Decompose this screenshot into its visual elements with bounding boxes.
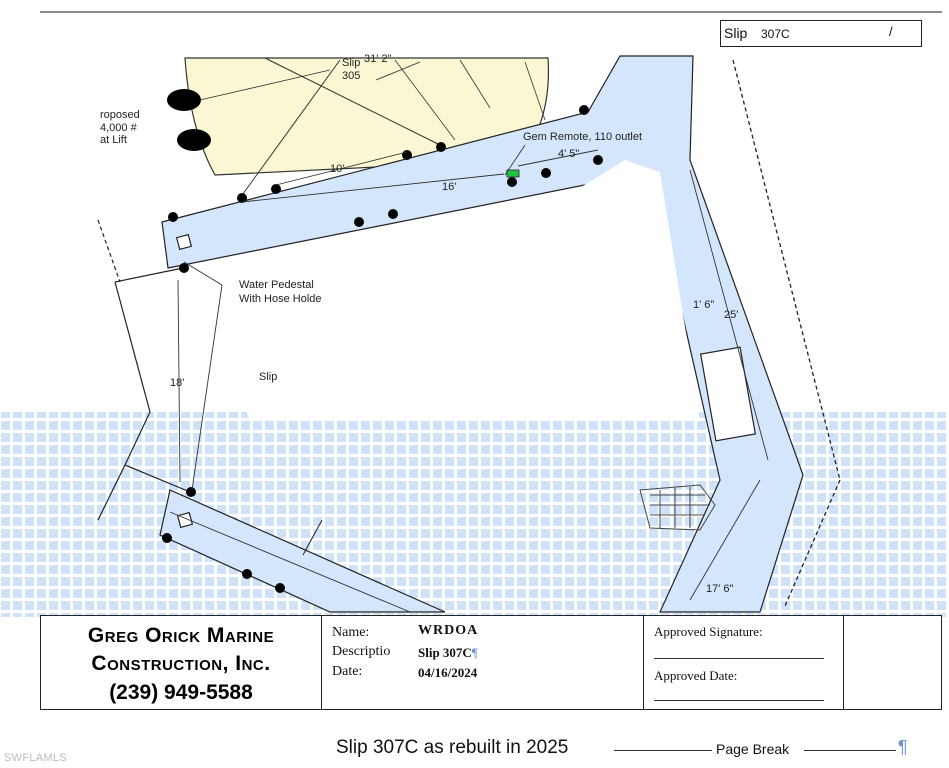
grid-texture	[0, 412, 949, 617]
shoreline	[114, 267, 184, 283]
slip305-label-1: Slip	[342, 57, 360, 69]
pile	[436, 142, 446, 152]
pile	[168, 212, 178, 222]
water-pedestal-label-1: Water Pedestal	[239, 279, 314, 291]
dim-1-6: 1' 6"	[693, 299, 714, 311]
page-break-marker: Page Break ¶	[614, 737, 914, 758]
pile	[354, 217, 364, 227]
description-mark: ¶	[471, 645, 478, 660]
slip305-label-2: 305	[342, 70, 360, 82]
dock-inner-line	[302, 519, 323, 556]
pile	[402, 150, 412, 160]
pile	[271, 184, 281, 194]
description-label: Descriptio	[332, 644, 391, 659]
info-cell: Name: WRDOA Descriptio Slip 307C¶ Date: …	[321, 616, 643, 709]
slip-mark: /	[889, 24, 893, 39]
slip-label-box: Slip 307C /	[720, 20, 922, 47]
slip-key: Slip	[724, 25, 748, 41]
boat-line	[394, 59, 456, 141]
proposed-lift-label-3: at Lift	[100, 134, 127, 146]
date-label: Date:	[332, 664, 363, 679]
shoreline	[97, 281, 151, 521]
name-label: Name:	[332, 625, 370, 640]
date-line	[654, 700, 824, 701]
boat-line	[264, 57, 441, 146]
pile	[186, 487, 196, 497]
dim-4-5: 4' 5"	[558, 148, 579, 160]
pile	[237, 193, 247, 203]
dashed-line	[784, 479, 841, 607]
pile	[593, 155, 603, 165]
pile	[507, 177, 517, 187]
pile-markers	[162, 105, 603, 593]
approval-cell: Approved Signature: Approved Date:	[643, 616, 843, 709]
boat-line	[459, 59, 491, 109]
dim-25: 25'	[724, 309, 738, 321]
company-cell: Greg Orick Marine Construction, Inc. (23…	[41, 616, 321, 709]
watermark: SWFLAMLS	[4, 752, 67, 764]
pile	[242, 569, 252, 579]
signature-line	[654, 658, 824, 659]
proposed-lift-label-1: roposed	[100, 109, 140, 121]
dim-10: 10'	[330, 163, 344, 175]
dock-lower	[159, 489, 446, 613]
slip-partial-label: Slip	[259, 371, 277, 383]
dim-17-6: 17' 6"	[706, 583, 734, 595]
pile	[579, 105, 589, 115]
page-break-line-right	[804, 750, 896, 751]
date-value: 04/16/2024	[418, 665, 478, 680]
dashed-line	[97, 219, 121, 283]
pile	[275, 583, 285, 593]
boat-line	[524, 61, 546, 121]
dim-16: 16'	[442, 181, 456, 193]
pile	[162, 533, 172, 543]
pile	[541, 168, 551, 178]
compass-cell	[843, 616, 941, 709]
shoreline	[124, 464, 191, 493]
approved-date-label: Approved Date:	[654, 668, 738, 683]
pilcrow-mark: ¶	[898, 737, 908, 757]
lift-pad	[167, 89, 201, 111]
outlet-green	[506, 169, 520, 178]
boat-line	[199, 69, 331, 101]
approved-signature-label: Approved Signature:	[654, 624, 763, 639]
proposed-lift-label-2: 4,000 #	[100, 122, 138, 134]
name-value: WRDOA	[418, 623, 479, 638]
page-break-label: Page Break	[716, 741, 790, 757]
water-pedestal-box	[175, 233, 193, 251]
gem-remote-label: Gem Remote, 110 outlet	[523, 131, 642, 143]
boat-line	[239, 59, 341, 199]
lift-pad	[177, 129, 211, 151]
lift-frame	[699, 346, 757, 442]
title-block: Greg Orick Marine Construction, Inc. (23…	[40, 615, 942, 710]
dashed-line	[732, 59, 841, 481]
dim-31-2: 31' 2"	[364, 53, 392, 65]
dim-18: 18'	[170, 377, 184, 389]
hatch-patch	[639, 484, 716, 531]
pile	[179, 263, 189, 273]
company-name-line2: Construction, Inc.	[91, 652, 271, 675]
water-pedestal-label-2: With Hose Holde	[239, 293, 322, 305]
dimension-lines	[169, 61, 769, 613]
pile	[388, 209, 398, 219]
company-phone: (239) 949-5588	[109, 681, 253, 704]
dock-main	[161, 55, 804, 613]
redacted-area	[190, 160, 700, 420]
slip-value: 307C	[761, 27, 790, 41]
page-break-line-left	[614, 750, 712, 751]
drawing-caption: Slip 307C as rebuilt in 2025	[336, 737, 569, 758]
company-name-line1: Greg Orick Marine	[87, 624, 275, 647]
description-text: Slip 307C	[418, 645, 472, 660]
description-value: Slip 307C¶	[418, 645, 478, 661]
